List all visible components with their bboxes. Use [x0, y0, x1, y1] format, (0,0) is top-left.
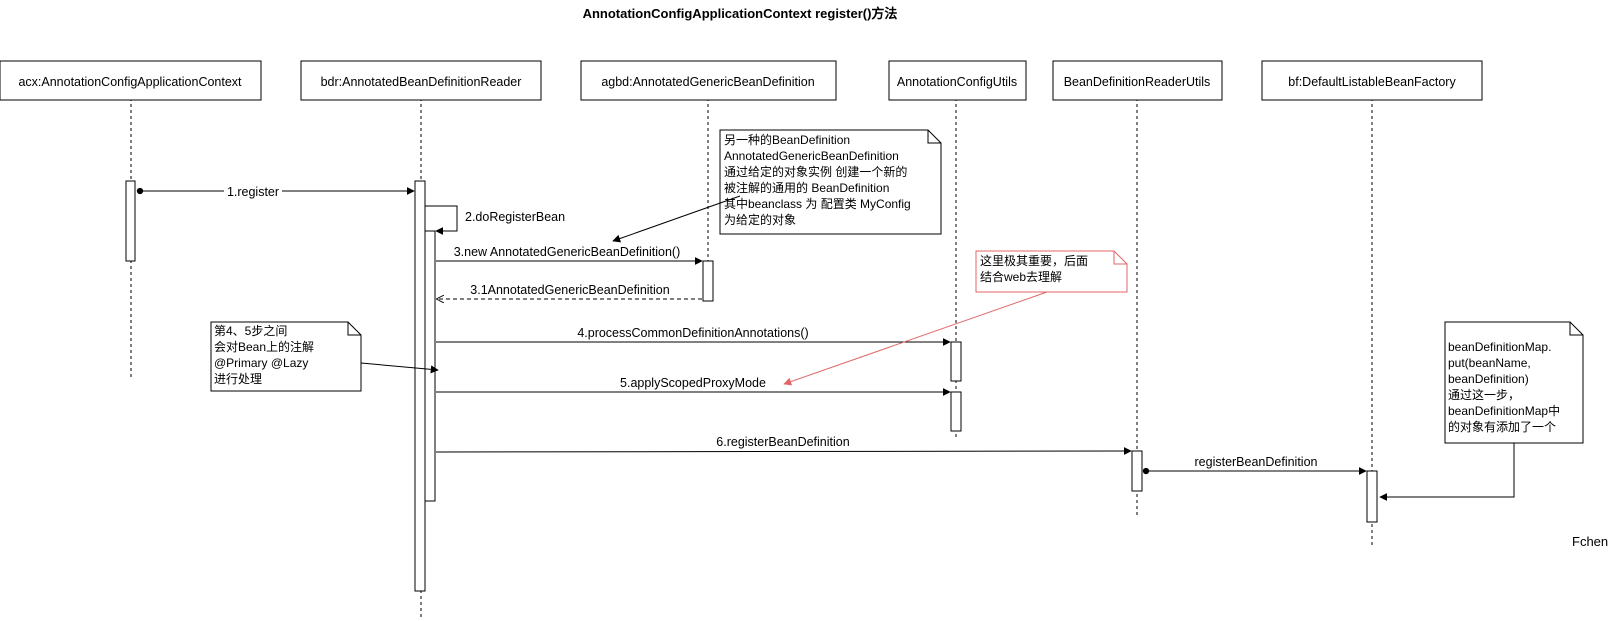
- note-bean-map-line: beanDefinitionMap中: [1448, 403, 1560, 418]
- note-bean-map-line: 的对象有添加了一个: [1448, 419, 1556, 434]
- note-bean-map-line: 通过这一步，: [1448, 387, 1520, 402]
- activation-bdr-outer: [414, 180, 426, 592]
- note-bean-map-line: put(beanName,: [1448, 356, 1531, 370]
- note-step45-line: 进行处理: [214, 372, 262, 386]
- activation-agbd: [702, 260, 714, 302]
- activation-bf: [1366, 470, 1378, 523]
- activation-acx: [125, 180, 136, 262]
- note-important: 这里极其重要，后面 结合web去理解: [975, 250, 1128, 293]
- message-arrow-doRegisterBean: [425, 205, 458, 235]
- note-bean-map-line: beanDefinitionMap.: [1448, 340, 1551, 354]
- participant-bdru[interactable]: BeanDefinitionReaderUtils: [1052, 60, 1223, 101]
- note-important-connector: [783, 291, 1048, 386]
- note-agbd: 另一种的BeanDefinition AnnotatedGenericBeanD…: [719, 129, 942, 235]
- message-label-process-annotations: 4.processCommonDefinitionAnnotations(): [577, 326, 808, 340]
- note-agbd-line: 被注解的通用的 BeanDefinition: [724, 180, 889, 195]
- note-agbd-connector: [612, 195, 741, 243]
- activation-acu-2: [950, 391, 962, 432]
- watermark-text: Fchen: [1572, 534, 1608, 549]
- note-bean-map-connector: [1379, 443, 1515, 501]
- message-label-register: 1.register: [227, 185, 279, 199]
- participant-label: acx:AnnotationConfigApplicationContext: [18, 75, 242, 89]
- note-step45-connector: [360, 362, 439, 374]
- message-label-new-agbd: 3.new AnnotatedGenericBeanDefinition(): [454, 245, 681, 259]
- message-label-scoped-proxy: 5.applyScopedProxyMode: [620, 376, 766, 390]
- note-agbd-line: 通过给定的对象实例 创建一个新的: [724, 164, 907, 179]
- participant-label: BeanDefinitionReaderUtils: [1064, 75, 1211, 89]
- note-agbd-line: 为给定的对象: [724, 212, 796, 227]
- participant-bdr[interactable]: bdr:AnnotatedBeanDefinitionReader: [300, 60, 542, 101]
- participant-label: bf:DefaultListableBeanFactory: [1288, 75, 1456, 89]
- note-step45-line: 第4、5步之间: [214, 324, 287, 338]
- message-label-registerBeanDefinition: 6.registerBeanDefinition: [716, 435, 849, 449]
- note-bean-map-line: beanDefinition): [1448, 372, 1529, 386]
- message-label-doRegisterBean: 2.doRegisterBean: [465, 210, 565, 224]
- message-label-bf-register: registerBeanDefinition: [1195, 455, 1318, 469]
- activation-acu-1: [950, 341, 962, 382]
- participant-bf[interactable]: bf:DefaultListableBeanFactory: [1261, 60, 1483, 101]
- note-step45-line: 会对Bean上的注解: [214, 339, 314, 354]
- participant-acx[interactable]: acx:AnnotationConfigApplicationContext: [0, 60, 262, 101]
- participant-agbd[interactable]: agbd:AnnotatedGenericBeanDefinition: [580, 60, 837, 101]
- note-important-line: 结合web去理解: [980, 269, 1062, 284]
- activation-bdru: [1131, 450, 1143, 492]
- message-arrow-registerBeanDefinition: [435, 447, 1132, 456]
- note-step45: 第4、5步之间 会对Bean上的注解 @Primary @Lazy 进行处理: [210, 321, 362, 392]
- participant-label: agbd:AnnotatedGenericBeanDefinition: [601, 75, 814, 89]
- note-step45-line: @Primary @Lazy: [214, 356, 308, 370]
- participant-acu[interactable]: AnnotationConfigUtils: [888, 60, 1027, 101]
- note-agbd-line: AnnotatedGenericBeanDefinition: [724, 149, 899, 163]
- activations: [125, 180, 1378, 592]
- activation-bdr-inner: [424, 230, 436, 502]
- label-bg: [224, 183, 282, 199]
- note-bean-map: beanDefinitionMap. put(beanName, beanDef…: [1444, 321, 1584, 444]
- note-agbd-line: 另一种的BeanDefinition: [724, 132, 850, 147]
- participant-label: bdr:AnnotatedBeanDefinitionReader: [321, 75, 522, 89]
- diagram-title: AnnotationConfigApplicationContext regis…: [583, 6, 898, 21]
- participant-label: AnnotationConfigUtils: [897, 75, 1017, 89]
- note-agbd-line: 其中beanclass 为 配置类 MyConfig: [724, 196, 911, 211]
- note-important-line: 这里极其重要，后面: [980, 253, 1088, 268]
- message-label-return-agbd: 3.1AnnotatedGenericBeanDefinition: [470, 283, 669, 297]
